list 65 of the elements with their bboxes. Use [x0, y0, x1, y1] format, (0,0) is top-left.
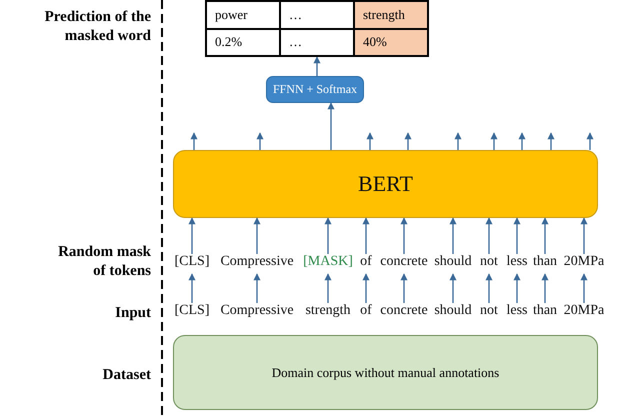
arrow	[514, 273, 520, 303]
token-text: less	[506, 303, 528, 321]
row-label: Dataset	[102, 366, 151, 385]
row-label: Random mask of tokens	[57, 243, 151, 280]
token-text: concrete	[380, 303, 428, 321]
arrow	[404, 132, 412, 150]
arrow	[362, 217, 370, 254]
arrow	[454, 132, 462, 150]
token-text: [CLS]	[174, 254, 210, 272]
arrow	[542, 273, 548, 303]
arrow	[400, 217, 408, 254]
token-text: 20MPa	[564, 303, 604, 321]
process-box: FFNN + Softmax	[266, 76, 364, 103]
token-text: not	[480, 254, 498, 272]
token-text: should	[434, 254, 472, 272]
token-text: Compressive	[220, 254, 294, 272]
token-text: concrete	[380, 254, 428, 272]
table-cell: …	[280, 28, 354, 56]
arrow	[450, 273, 456, 303]
model-box: BERT	[173, 150, 598, 218]
arrow	[580, 273, 588, 303]
arrow	[518, 132, 526, 150]
token-text: [CLS]	[174, 303, 210, 321]
token-text: [MASK]	[303, 254, 353, 272]
token-text: of	[360, 254, 372, 272]
dataset-box: Domain corpus without manual annotations	[173, 335, 598, 410]
arrow	[586, 132, 594, 150]
arrow	[254, 217, 260, 254]
token-text: not	[480, 303, 498, 321]
table-cell: power	[206, 1, 280, 28]
arrow	[366, 132, 374, 150]
arrow	[362, 273, 370, 303]
arrow	[188, 273, 196, 303]
token-text: 20MPa	[564, 254, 604, 272]
token-text: less	[506, 254, 528, 272]
probability-table	[205, 0, 429, 57]
arrow	[542, 217, 548, 254]
table-cell: 0.2%	[206, 28, 280, 56]
token-text: should	[434, 303, 472, 321]
table-cell: …	[280, 1, 354, 28]
token-text: of	[360, 303, 372, 321]
arrow	[314, 56, 320, 76]
arrow	[190, 132, 198, 150]
table-cell: 40%	[354, 28, 428, 56]
arrow	[514, 217, 520, 254]
arrow	[548, 132, 554, 150]
arrow	[188, 217, 196, 254]
token-text: than	[532, 303, 558, 321]
arrow	[450, 217, 456, 254]
arrow	[400, 273, 408, 303]
arrow	[486, 217, 492, 254]
arrow	[256, 132, 264, 150]
table-cell: strength	[354, 1, 428, 28]
arrow	[486, 273, 492, 303]
arrow	[254, 273, 260, 303]
arrow	[580, 217, 588, 254]
row-label: Prediction of the masked word	[44, 8, 151, 46]
row-label: Input	[114, 304, 151, 323]
arrow	[324, 273, 332, 303]
token-text: than	[532, 254, 558, 272]
token-text: Compressive	[220, 303, 294, 321]
token-text: strength	[305, 303, 351, 321]
arrow	[328, 102, 334, 150]
arrow	[490, 132, 498, 150]
arrow	[324, 217, 332, 254]
